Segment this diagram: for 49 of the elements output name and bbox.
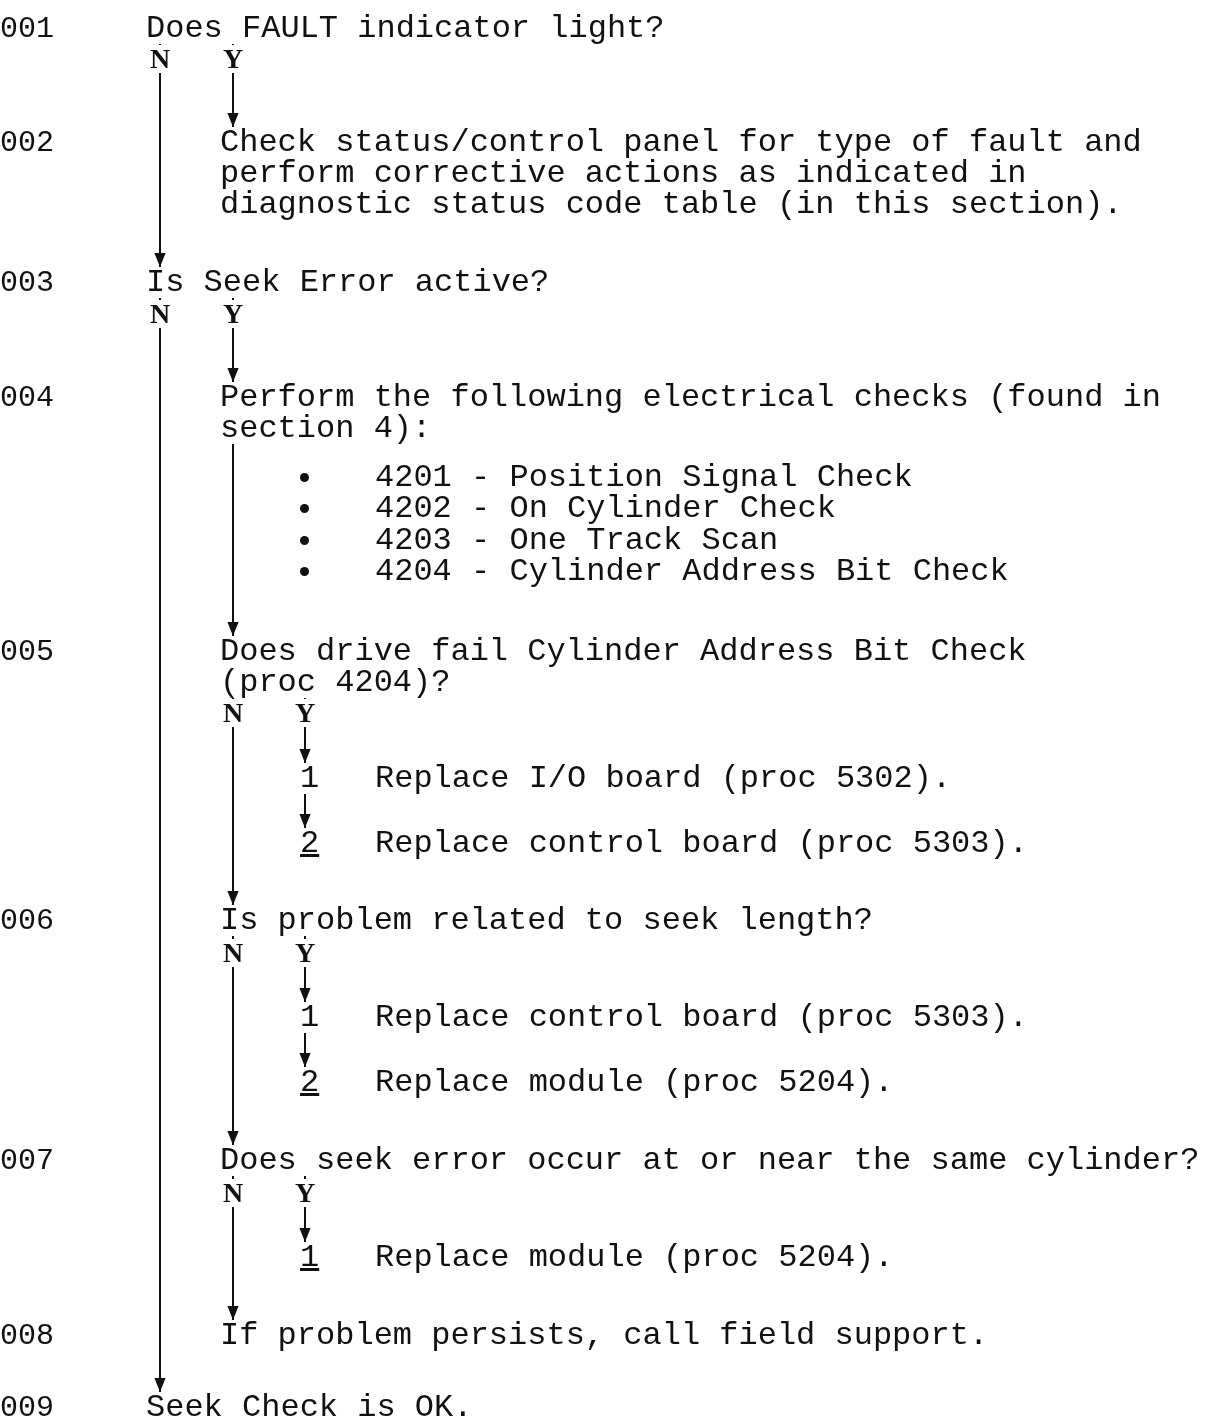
arrow bbox=[227, 697, 239, 906]
question-text: Is problem related to seek length? bbox=[220, 905, 873, 936]
arrow bbox=[154, 43, 166, 268]
step-number: 007 bbox=[0, 1146, 54, 1177]
step-number: 008 bbox=[0, 1321, 54, 1352]
step-number: 006 bbox=[0, 906, 54, 937]
step-number: 004 bbox=[0, 383, 54, 414]
question-text: Does seek error occur at or near the same cylinder? bbox=[220, 1145, 1200, 1176]
edge-label: Y bbox=[294, 1179, 317, 1207]
instruction-text: If problem persists, call field support. bbox=[220, 1320, 989, 1351]
edge-label: Y bbox=[294, 699, 317, 727]
action-text: Replace module (proc 5204). bbox=[375, 1064, 894, 1101]
step-number: 1 bbox=[300, 763, 321, 794]
edge-label: N bbox=[149, 300, 172, 328]
check-list-item: 4202 - On Cylinder Check bbox=[375, 493, 836, 524]
question-text: Does FAULT indicator light? bbox=[146, 13, 665, 44]
action-text: Replace I/O board (proc 5302). bbox=[375, 760, 952, 797]
edge-label: Y bbox=[222, 45, 245, 73]
edge-label: N bbox=[222, 699, 245, 727]
arrow bbox=[154, 297, 166, 1393]
check-list-item: 4201 - Position Signal Check bbox=[375, 462, 913, 493]
action-text: Replace module (proc 5204). bbox=[375, 1239, 894, 1276]
action-text: Replace control board (proc 5303). bbox=[375, 825, 1028, 862]
edge-label: Y bbox=[222, 300, 245, 328]
arrow bbox=[299, 1032, 311, 1068]
edge-label: N bbox=[149, 45, 172, 73]
edge-label: N bbox=[222, 1179, 245, 1207]
step-number: 2 bbox=[300, 1067, 321, 1098]
arrow bbox=[227, 443, 239, 637]
step-number: 001 bbox=[0, 14, 54, 45]
step-number: 2 bbox=[300, 828, 321, 859]
step-number: 1 bbox=[300, 1002, 321, 1033]
action-text: Replace control board (proc 5303). bbox=[375, 999, 1028, 1036]
step-number: 009 bbox=[0, 1393, 54, 1424]
instruction-text: Perform the following electrical checks (found in section 4): bbox=[220, 382, 1181, 444]
check-list-item: 4203 - One Track Scan bbox=[375, 525, 779, 556]
step-number: 005 bbox=[0, 637, 54, 668]
question-text: Is Seek Error active? bbox=[146, 267, 550, 298]
step-number: 1 bbox=[300, 1242, 321, 1273]
edge-label: N bbox=[222, 939, 245, 967]
step-number: 002 bbox=[0, 128, 54, 159]
instruction-text: Check status/control panel for type of fault and perform corrective actions as indicated in diagnostic status code table (in this section). bbox=[220, 127, 1200, 220]
instruction-text: Seek Check is OK. bbox=[146, 1392, 473, 1423]
step-number: 003 bbox=[0, 268, 54, 299]
check-list-item: 4204 - Cylinder Address Bit Check bbox=[375, 556, 1009, 587]
edge-label: Y bbox=[294, 939, 317, 967]
question-text: Does drive fail Cylinder Address Bit Check (proc 4204)? bbox=[220, 636, 1046, 698]
arrow bbox=[227, 935, 239, 1146]
arrow bbox=[299, 793, 311, 829]
